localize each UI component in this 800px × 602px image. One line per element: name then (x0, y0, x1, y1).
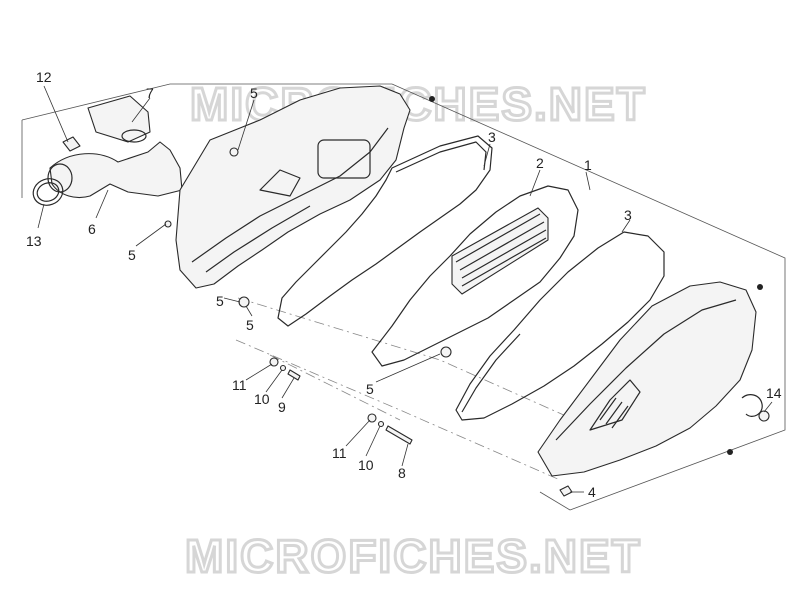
watermark-bottom: MICROFICHES.NET (185, 530, 642, 582)
callout-6: 6 (88, 221, 96, 237)
hardware-parts (164, 96, 770, 497)
callout-12: 12 (36, 69, 52, 85)
screw-part-4 (559, 485, 573, 497)
screw-part-5-top (229, 147, 239, 157)
assembly-frame (21, 83, 786, 511)
hose-clamp-part-13 (32, 178, 64, 206)
outer-housing-part-1 (537, 281, 757, 477)
reference-dot-right (757, 284, 763, 290)
callout-5-left: 5 (128, 247, 136, 263)
washer-part-10b (377, 420, 385, 428)
bolt-part-8 (385, 425, 413, 445)
reference-dot-bottom (727, 449, 733, 455)
callout-5-center: 5 (366, 381, 374, 397)
callout-5-lower: 5 (246, 317, 254, 333)
callout-5-middle: 5 (216, 293, 224, 309)
callout-5-top: 5 (250, 85, 258, 101)
callout-2: 2 (536, 155, 544, 171)
callout-14: 14 (766, 385, 782, 401)
callout-10-upper: 10 (254, 391, 270, 407)
callout-8: 8 (398, 465, 406, 481)
reference-dot-top (429, 96, 435, 102)
gasket-part-2 (371, 185, 579, 367)
callout-3-right: 3 (624, 207, 632, 223)
gasket-part-3-right (455, 231, 665, 421)
callout-11-upper: 11 (232, 377, 247, 393)
leader-lines (37, 85, 773, 493)
filter-housing-cover (175, 85, 411, 289)
filter-element (451, 207, 549, 295)
callout-4: 4 (588, 484, 596, 500)
screw-part-5-left (164, 220, 172, 228)
clip-part-12 (62, 136, 81, 152)
callout-7: 7 (146, 85, 154, 101)
gasket-part-3-left (277, 135, 493, 327)
cap-part-14 (758, 410, 770, 422)
callout-13: 13 (26, 233, 42, 249)
callout-3-left: 3 (488, 129, 496, 145)
callout-labels: 12 7 5 3 2 1 3 13 6 5 5 5 5 11 10 9 11 1… (26, 69, 782, 500)
intake-duct-part-7 (87, 95, 151, 143)
grommet-part-5-lower (440, 346, 452, 358)
clamp-part-14 (741, 394, 763, 417)
intake-tube-part-6 (47, 141, 183, 199)
bolt-part-9 (287, 369, 301, 381)
callout-1: 1 (584, 157, 592, 173)
callout-9: 9 (278, 399, 286, 415)
callout-11-lower: 11 (332, 445, 347, 461)
grommet-part-5 (238, 296, 250, 308)
washer-part-10a (279, 364, 287, 372)
alignment-lines (235, 297, 621, 481)
callout-10-lower: 10 (358, 457, 374, 473)
